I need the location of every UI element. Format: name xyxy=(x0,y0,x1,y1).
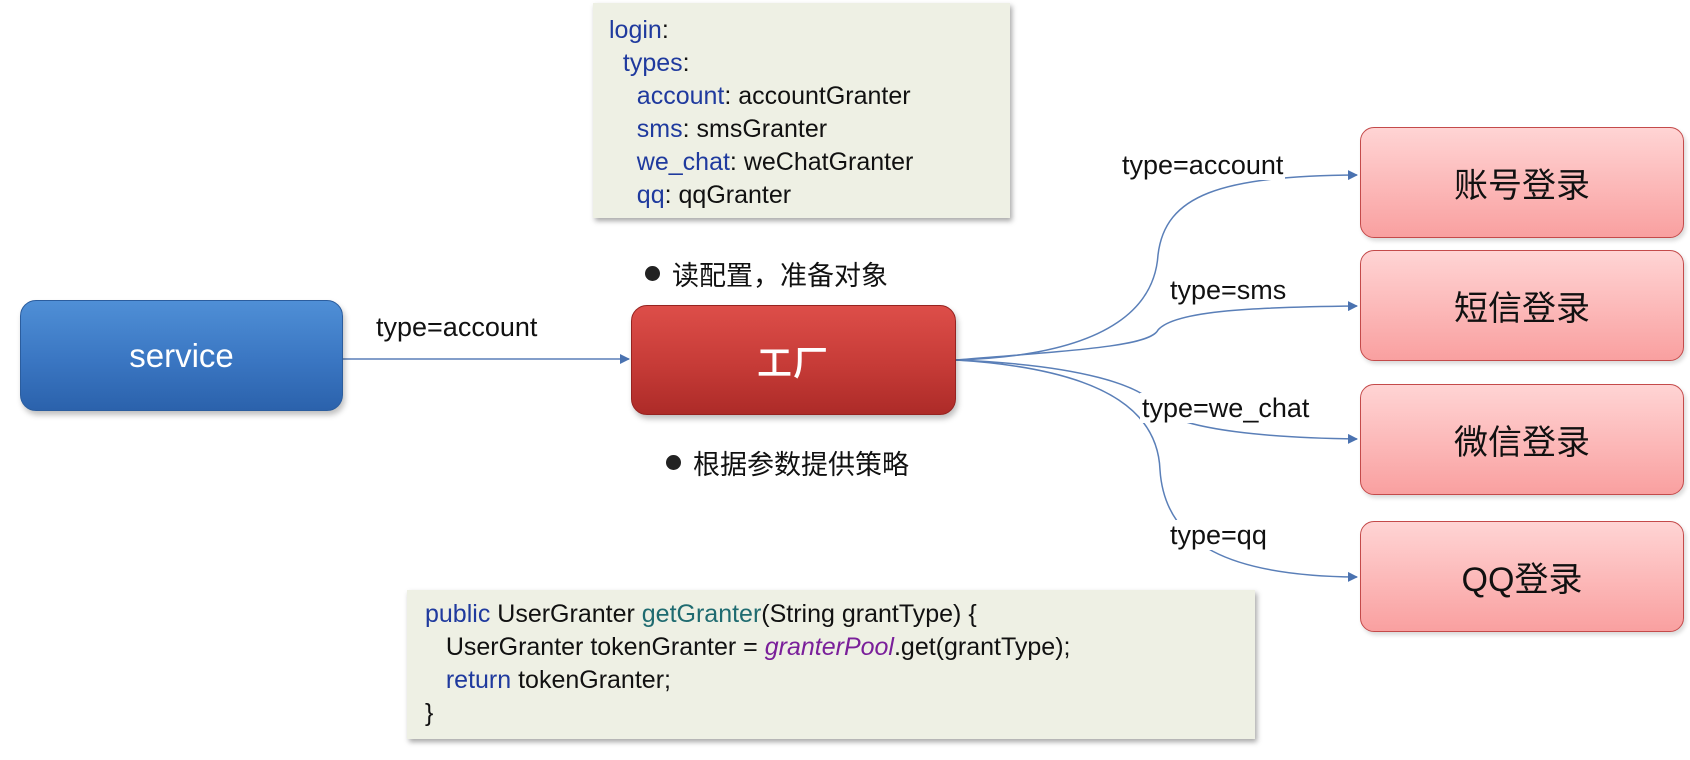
code-line-1: public UserGranter getGranter(String gra… xyxy=(425,598,1237,631)
config-entry-value: weChatGranter xyxy=(743,148,914,176)
code-text: (String grantType) { xyxy=(761,600,977,628)
note-read-config-text: 读配置，准备对象 xyxy=(672,261,888,291)
code-text: .get(grantType); xyxy=(893,633,1071,661)
config-entry-wechat: we_chat: weChatGranter xyxy=(636,148,914,176)
note-provide-strategy-text: 根据参数提供策略 xyxy=(693,450,909,480)
config-entry-account: account: accountGranter xyxy=(636,82,911,110)
strategy-node-qq: QQ登录 xyxy=(1360,521,1684,632)
code-text: } xyxy=(425,699,434,727)
config-entry-key: account xyxy=(636,82,725,110)
factory-node: 工厂 xyxy=(631,305,956,415)
config-entry-value: accountGranter xyxy=(738,82,911,110)
strategy-node-wechat: 微信登录 xyxy=(1360,384,1684,495)
config-types-key: types xyxy=(622,49,683,77)
edge-factory-account xyxy=(955,170,1358,361)
note-read-config: 读配置，准备对象 xyxy=(645,254,888,293)
service-node: service xyxy=(20,300,343,411)
code-field: granterPool xyxy=(764,633,894,661)
code-line-4: } xyxy=(425,697,1237,730)
config-entry-sms: sms: smsGranter xyxy=(636,115,828,143)
edge-label-sms: type=sms xyxy=(1168,275,1289,305)
edge-label-service-factory: type=account xyxy=(376,312,538,342)
strategy-node-label: QQ登录 xyxy=(1461,561,1583,599)
strategy-node-account: 账号登录 xyxy=(1360,127,1684,238)
code-function-name: getGranter xyxy=(641,600,762,628)
strategy-node-label: 微信登录 xyxy=(1454,424,1590,462)
edge-factory-qq xyxy=(955,359,1358,582)
code-snippet: public UserGranter getGranter(String gra… xyxy=(407,590,1255,739)
edge-label-qq: type=qq xyxy=(1168,520,1269,550)
bullet-icon xyxy=(666,455,681,470)
note-provide-strategy: 根据参数提供策略 xyxy=(666,443,909,482)
strategy-node-sms: 短信登录 xyxy=(1360,250,1684,361)
factory-node-label: 工厂 xyxy=(757,344,830,383)
config-root-key: login xyxy=(609,16,662,44)
edge-label-account: type=account xyxy=(1120,150,1286,180)
config-root-line: login: xyxy=(609,16,669,44)
edge-label-wechat: type=we_chat xyxy=(1140,393,1312,423)
config-snippet: login: types: account: accountGranter sm… xyxy=(593,3,1010,218)
code-keyword: public xyxy=(425,600,491,628)
code-keyword: return xyxy=(445,666,512,694)
config-entry-key: we_chat xyxy=(636,148,730,176)
code-text: UserGranter xyxy=(490,600,642,628)
service-node-label: service xyxy=(129,336,234,374)
code-text: tokenGranter; xyxy=(511,666,671,694)
config-entry-key: sms xyxy=(636,115,683,143)
bullet-icon xyxy=(645,266,660,281)
config-types-line: types: xyxy=(622,49,690,77)
code-text: UserGranter tokenGranter = xyxy=(425,633,765,661)
config-entry-value: qqGranter xyxy=(678,181,792,209)
strategy-node-label: 短信登录 xyxy=(1454,290,1590,328)
config-entry-qq: qq: qqGranter xyxy=(636,181,792,209)
strategy-node-label: 账号登录 xyxy=(1454,167,1590,205)
config-entry-key: qq xyxy=(636,181,665,209)
edge-factory-sms xyxy=(955,301,1358,361)
config-entry-value: smsGranter xyxy=(696,115,828,143)
code-line-3: return tokenGranter; xyxy=(425,664,1237,697)
code-line-2: UserGranter tokenGranter = granterPool.g… xyxy=(425,631,1237,664)
